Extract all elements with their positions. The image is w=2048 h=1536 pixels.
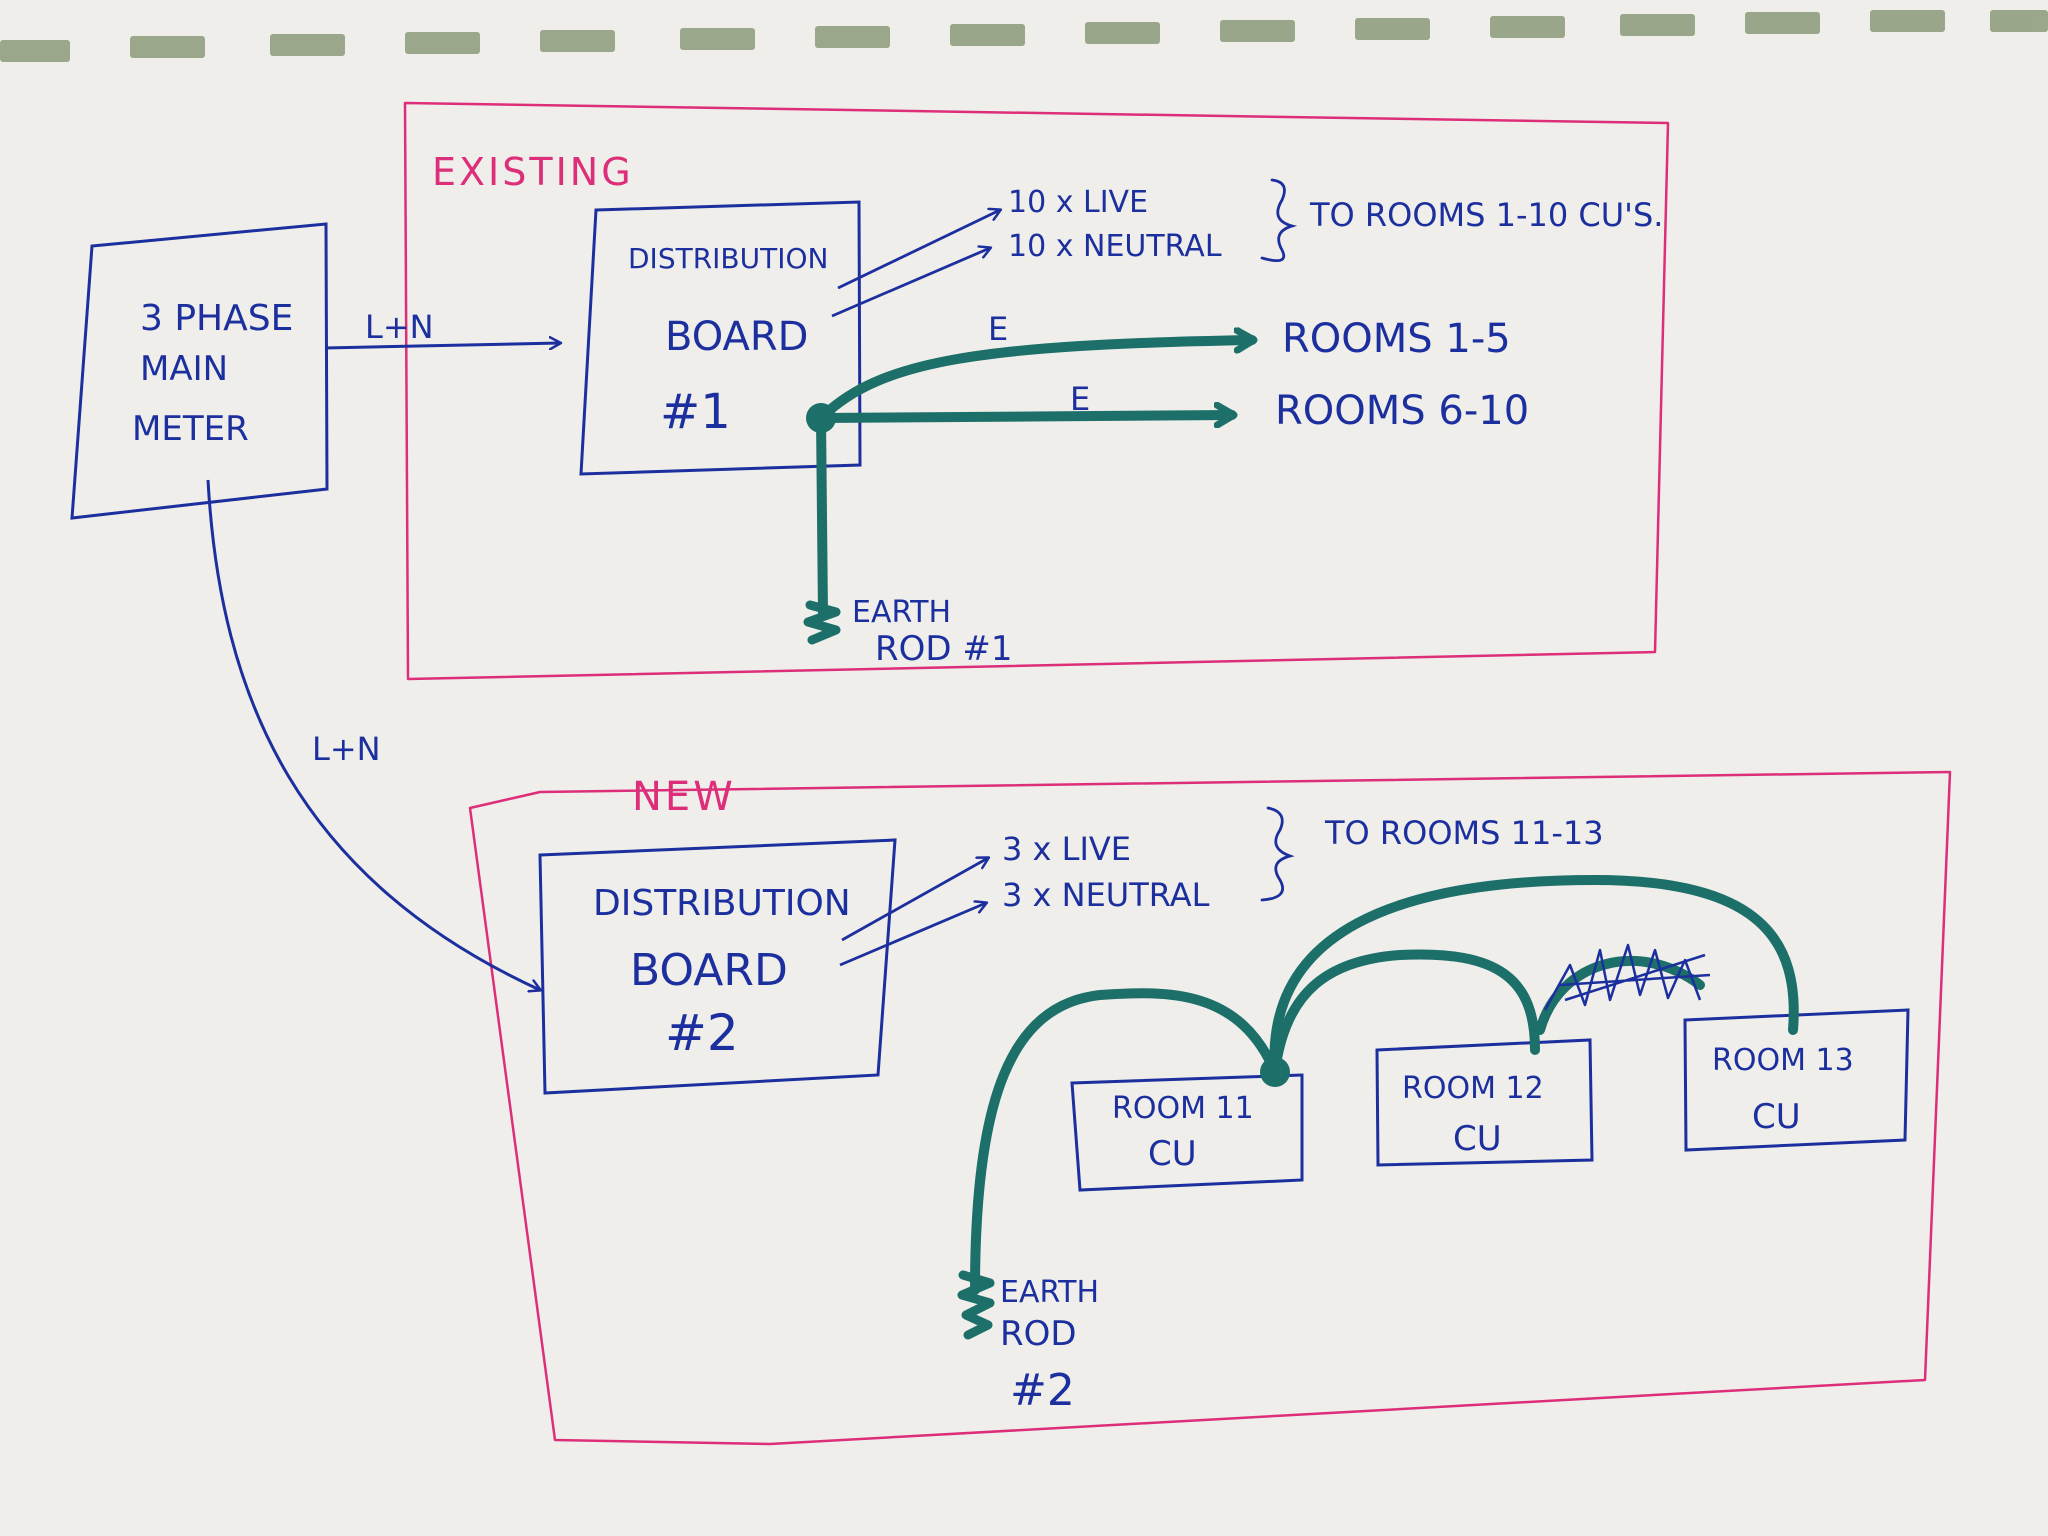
main-meter-line-3: METER	[132, 409, 249, 449]
distribution-board-1: DISTRIBUTION BOARD #1	[579, 200, 862, 476]
db2-live-arrow	[841, 858, 988, 942]
earth-rod-2-line-1: EARTH	[1000, 1275, 1099, 1310]
db1-earth-dest-a: ROOMS 1-5	[1282, 316, 1511, 362]
existing-section-box	[403, 101, 1670, 681]
distribution-board-2: DISTRIBUTION BOARD #2	[538, 838, 897, 1095]
main-meter-line-2: MAIN	[140, 349, 228, 389]
db2-neutral-arrow	[839, 903, 986, 967]
room-11-line-2: CU	[1148, 1134, 1197, 1174]
db1-line-1: DISTRIBUTION	[628, 242, 828, 275]
room-11-cu: ROOM 11 CU	[1070, 1073, 1304, 1192]
db1-brace	[1260, 178, 1298, 263]
db2-line-1: DISTRIBUTION	[593, 883, 851, 924]
db1-live-label: 10 x LIVE	[1008, 185, 1148, 220]
perforation-strip	[0, 10, 2048, 62]
db1-line-2: BOARD	[665, 314, 808, 360]
db1-neutral-label: 10 x NEUTRAL	[1008, 229, 1222, 264]
scribble-out	[1543, 943, 1711, 1011]
feed-meter-to-db1	[324, 343, 560, 348]
db1-earth-network	[803, 340, 1252, 645]
earth-rod-2-line-3: #2	[1010, 1365, 1075, 1416]
db1-destination-label: TO ROOMS 1-10 CU'S.	[1309, 196, 1663, 234]
db1-earth-label-a: E	[988, 310, 1008, 348]
db1-live-arrow	[837, 210, 1000, 290]
db1-line-3: #1	[660, 384, 731, 440]
room-13-line-2: CU	[1752, 1097, 1801, 1137]
db2-line-2: BOARD	[630, 945, 788, 996]
db2-brace	[1260, 806, 1295, 902]
main-meter-line-1: 3 PHASE	[140, 298, 293, 339]
room-11-line-1: ROOM 11	[1112, 1091, 1254, 1126]
earth-rod-1-line-2: ROD #1	[875, 629, 1013, 669]
room-12-line-1: ROOM 12	[1402, 1071, 1544, 1106]
feed-label-db2: L+N	[312, 730, 381, 768]
db2-line-3: #2	[665, 1004, 739, 1062]
room-12-line-2: CU	[1453, 1119, 1502, 1159]
db1-earth-dest-b: ROOMS 6-10	[1275, 388, 1529, 434]
db2-live-label: 3 x LIVE	[1002, 830, 1131, 868]
db1-neutral-arrow	[831, 248, 990, 318]
room-12-cu: ROOM 12 CU	[1375, 1038, 1594, 1167]
db2-earth-network	[957, 874, 1799, 1340]
main-meter: 3 PHASE MAIN METER	[70, 222, 329, 520]
earth-rod-2-line-2: ROD	[1000, 1314, 1077, 1354]
existing-section-label: EXISTING	[432, 150, 634, 194]
room-13-line-1: ROOM 13	[1712, 1043, 1854, 1078]
earth-rod-1-line-1: EARTH	[852, 595, 951, 630]
new-section-box	[468, 770, 1952, 1446]
new-section-label: NEW	[632, 774, 736, 820]
db2-neutral-label: 3 x NEUTRAL	[1002, 876, 1210, 914]
feed-meter-to-db2	[206, 479, 540, 990]
room-13-cu: ROOM 13 CU	[1683, 1008, 1910, 1152]
db1-earth-label-b: E	[1070, 380, 1090, 418]
feed-label-db1: L+N	[365, 308, 434, 346]
db2-destination-label: TO ROOMS 11-13	[1324, 814, 1604, 852]
